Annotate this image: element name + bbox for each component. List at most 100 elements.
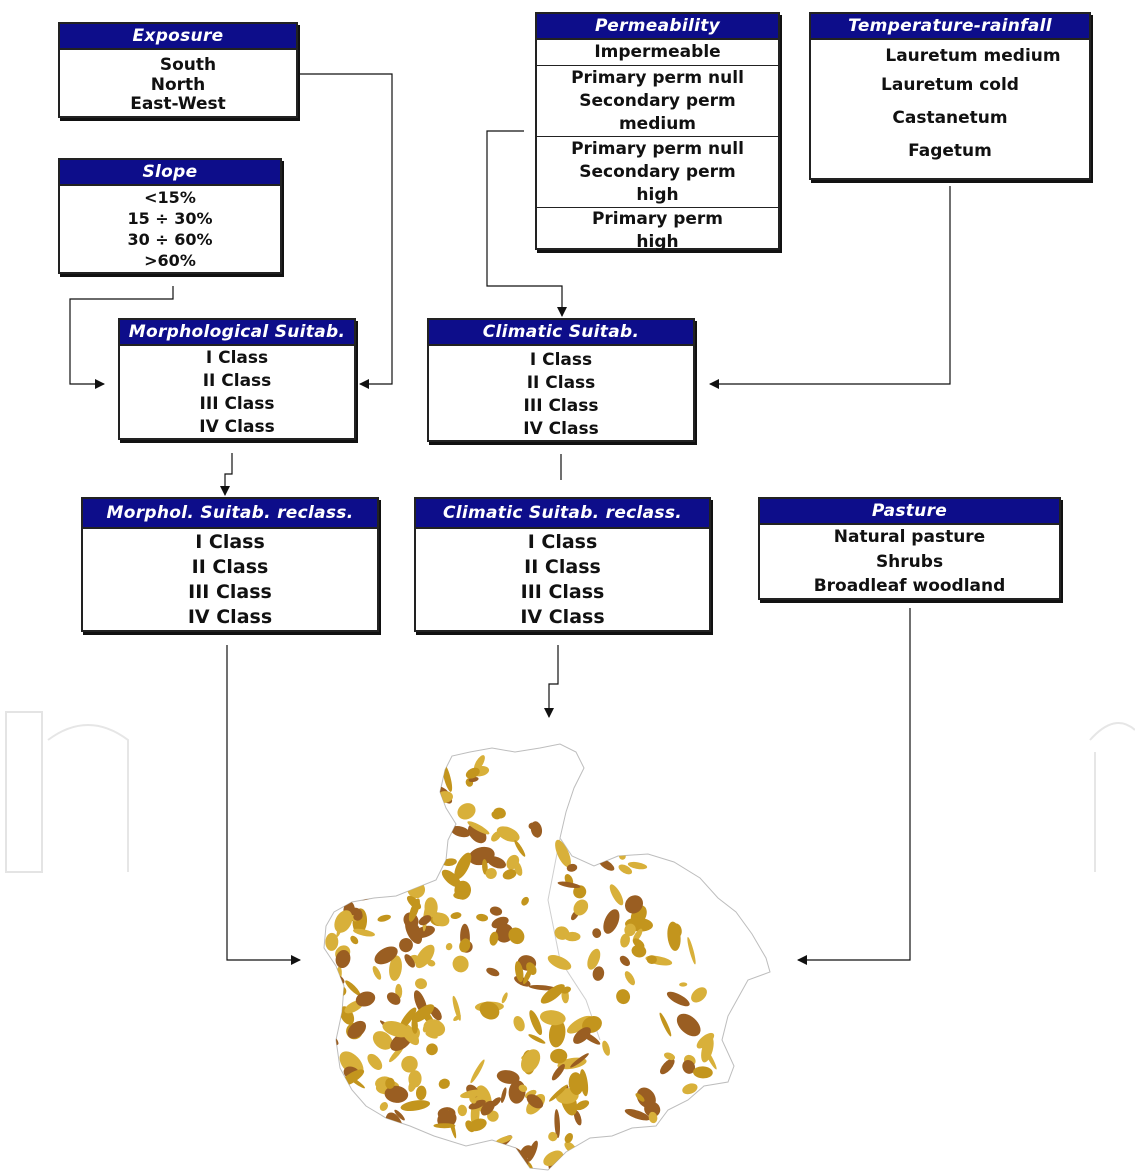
map-patch: [491, 831, 502, 842]
map-patch: [674, 1107, 699, 1118]
pasture-item: Shrubs: [875, 552, 944, 572]
connector-exposure-morph: [298, 73, 393, 389]
map-patch: [347, 1020, 367, 1039]
map-patch: [489, 1097, 502, 1108]
map-patch: [468, 1099, 486, 1110]
map-patch: [450, 825, 471, 838]
map-patch: [659, 1012, 672, 1037]
map-patch: [441, 869, 461, 888]
map-patch: [520, 1145, 533, 1159]
map-patch: [644, 1101, 661, 1117]
map-patch: [452, 955, 469, 973]
map-patch: [377, 914, 391, 922]
map-patch: [557, 881, 581, 889]
connector-climatic-reclass-map: [544, 645, 559, 718]
connector-morph-reclass: [220, 453, 233, 496]
exposure-item: East-West: [130, 94, 226, 114]
map-patch: [682, 1083, 698, 1095]
class-item: IV Class: [199, 417, 275, 437]
map-patch: [469, 1095, 477, 1104]
map-patch: [635, 1093, 645, 1102]
map-patch: [500, 1087, 507, 1103]
temperature-item: Lauretum cold: [881, 75, 1019, 95]
map-patch: [389, 955, 402, 981]
map-patch: [489, 906, 503, 916]
map-patch: [693, 1066, 713, 1079]
map-patch: [487, 1110, 499, 1122]
map-patch: [540, 984, 565, 1004]
map-patch: [609, 884, 624, 906]
temperature-item: Fagetum: [908, 141, 992, 161]
map-patch: [415, 978, 427, 990]
map-patch: [489, 931, 499, 946]
map-patch: [355, 991, 376, 1007]
map-patch: [450, 912, 462, 920]
map-patch: [453, 1014, 461, 1022]
exposure-item: North: [150, 75, 206, 95]
map-patch: [691, 987, 707, 1003]
permeability-line: Primary perm null: [571, 68, 744, 88]
map-patch: [701, 1036, 714, 1063]
connector-pasture-map: [797, 608, 911, 965]
map-patch: [400, 1100, 431, 1112]
class-item: I Class: [205, 348, 269, 368]
map-patch: [411, 1017, 418, 1034]
climatic-reclass-title: Climatic Suitab. reclass.: [416, 499, 709, 529]
slope-item: >60%: [144, 251, 196, 270]
class-item: IV Class: [523, 419, 599, 439]
map-patch: [514, 840, 526, 857]
map-patch: [624, 895, 644, 914]
map-patch: [374, 946, 398, 965]
map-patch: [424, 897, 438, 918]
map-patch: [551, 1064, 565, 1081]
permeability-line: high: [636, 232, 679, 252]
map-patch: [618, 864, 633, 875]
map-patch: [687, 936, 696, 965]
map-patch: [418, 915, 432, 926]
map-patch: [468, 1118, 487, 1132]
exposure-title: Exposure: [60, 24, 296, 50]
map-patch: [496, 826, 520, 842]
map-patch: [372, 966, 382, 980]
class-item: II Class: [191, 556, 269, 578]
class-item: II Class: [526, 373, 596, 393]
temperature-rainfall-title: Temperature-rainfall: [811, 14, 1089, 40]
map-patch: [415, 1085, 427, 1101]
map-patch: [454, 852, 472, 880]
class-item: IV Class: [520, 606, 605, 628]
slope-item: 15 ÷ 30%: [127, 209, 213, 228]
connector-temperature-climatic: [709, 186, 951, 389]
map-patch: [452, 995, 461, 1021]
map-patch: [493, 807, 506, 819]
permeability-line: Primary perm null: [571, 139, 744, 159]
map-patch: [550, 1048, 568, 1064]
class-item: I Class: [195, 531, 265, 553]
exposure-box: Exposure South North East-West: [58, 22, 298, 118]
map-patch: [676, 1013, 701, 1037]
climatic-suitab-title: Climatic Suitab.: [429, 320, 693, 346]
map-patch: [325, 932, 339, 951]
map-patch: [624, 1108, 651, 1121]
map-patch: [433, 1123, 456, 1129]
map-patch: [345, 980, 361, 996]
map-patch: [526, 962, 537, 975]
class-item: I Class: [529, 350, 593, 370]
map-patch: [386, 992, 401, 1005]
map-patch: [415, 864, 425, 882]
map-patch: [646, 955, 657, 965]
map-patch: [570, 1053, 589, 1068]
map-patch: [413, 871, 428, 882]
map-patch: [518, 1084, 528, 1092]
map-patch: [549, 1084, 568, 1102]
class-item: III Class: [520, 581, 605, 603]
map-patch: [624, 971, 636, 986]
permeability-line: Secondary perm: [579, 91, 736, 111]
map-patch: [485, 868, 497, 879]
map-patch: [513, 860, 523, 876]
map-patch: [660, 1058, 675, 1075]
permeability-box: Permeability Impermeable Primary perm nu…: [535, 12, 780, 252]
temperature-item: Castanetum: [892, 108, 1008, 128]
map-patch: [411, 1004, 435, 1023]
class-item: IV Class: [187, 606, 273, 628]
